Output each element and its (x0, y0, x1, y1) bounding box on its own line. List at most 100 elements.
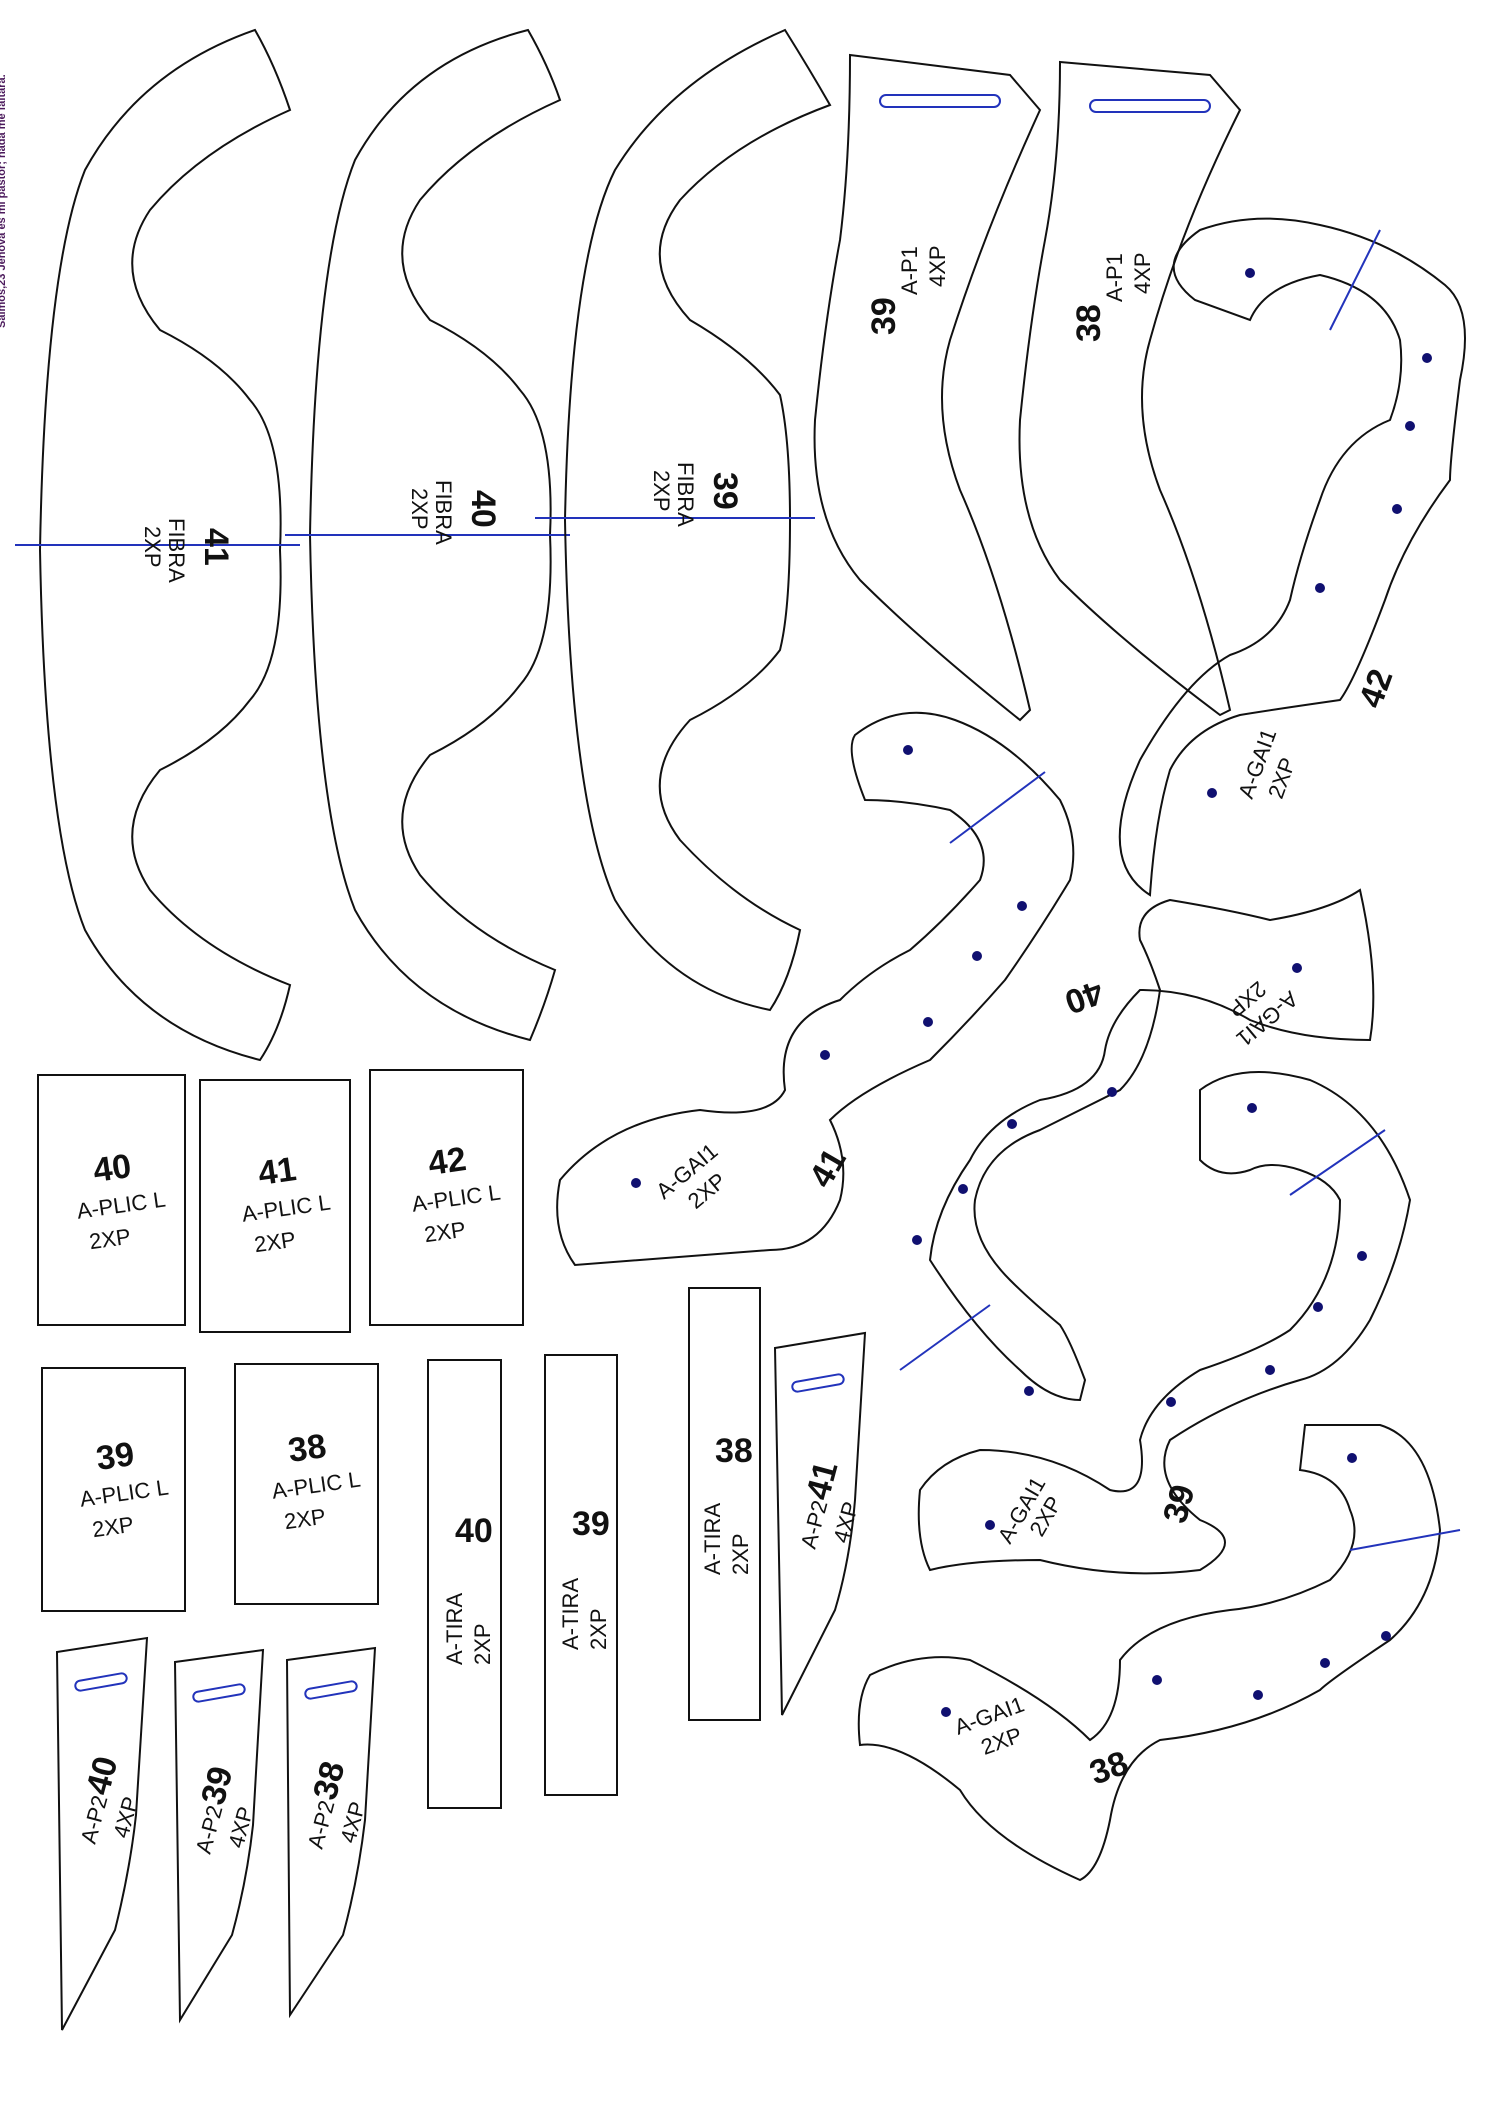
svg-text:2XP: 2XP (253, 1227, 298, 1258)
svg-text:39: 39 (706, 472, 744, 510)
svg-text:40: 40 (79, 1752, 125, 1798)
svg-text:A-P2: A-P2 (303, 1798, 340, 1852)
plic-rect-42 (369, 1069, 524, 1326)
gai-size-38: 38 (1085, 1744, 1134, 1793)
gai-piece-42 (1118, 217, 1466, 897)
gai-40-punch-holes (912, 963, 1302, 1396)
p1-label-39: 39 A-P1 4XP (865, 245, 950, 335)
gai-piece-40 (899, 888, 1375, 1402)
p1-piece-39 (813, 53, 1042, 722)
fibra-piece-40 (285, 28, 570, 1042)
svg-text:A-PLIC L: A-PLIC L (75, 1187, 167, 1224)
gai-size-40: 40 (1060, 972, 1109, 1021)
svg-text:40: 40 (91, 1147, 134, 1190)
svg-text:A-P1: A-P1 (1102, 253, 1127, 302)
fibra-label-39: 39 FIBRA 2XP (649, 462, 744, 527)
gai-piece-39 (917, 1071, 1412, 1575)
gai-size-41: 41 (802, 1142, 854, 1194)
svg-text:4XP: 4XP (108, 1794, 143, 1841)
svg-text:FIBRA: FIBRA (164, 518, 189, 583)
svg-text:2XP: 2XP (91, 1512, 136, 1543)
svg-text:A-PLIC L: A-PLIC L (270, 1467, 362, 1504)
fibra-piece-39 (535, 28, 832, 1012)
svg-text:2XP: 2XP (140, 526, 165, 568)
p1-piece-38 (1018, 60, 1242, 717)
svg-text:2XP: 2XP (728, 1533, 753, 1575)
gai-piece-41 (556, 711, 1075, 1267)
svg-text:42: 42 (426, 1140, 469, 1183)
p2-piece-40 (55, 1636, 149, 2031)
svg-text:4XP: 4XP (335, 1799, 370, 1846)
svg-text:A-TIRA: A-TIRA (700, 1503, 725, 1575)
gai-piece-38 (857, 1424, 1461, 1882)
scripture-verse: Salmos,23 Jehová es mi pastor; nada me f… (0, 74, 8, 328)
gai-code-42: A-GAI1 2XP (1233, 725, 1300, 802)
tira-strip-40 (427, 1359, 502, 1809)
plic-rect-40 (37, 1074, 186, 1326)
plic-label-40: 40 A-PLIC L 2XP (75, 1147, 167, 1255)
svg-text:2XP: 2XP (470, 1623, 495, 1665)
gai-size-39: 39 (1156, 1481, 1202, 1527)
svg-text:2XP: 2XP (88, 1224, 133, 1255)
gai-code-41: A-GAI1 2XP (651, 1138, 731, 1213)
svg-text:A-PLIC L: A-PLIC L (410, 1180, 502, 1217)
fibra-piece-41 (15, 28, 300, 1062)
svg-text:39: 39 (865, 297, 903, 335)
svg-text:38: 38 (1070, 304, 1108, 342)
p2-label-41: A-P2 41 4XP (796, 1457, 864, 1552)
p2-piece-39 (173, 1648, 265, 2024)
svg-text:2XP: 2XP (407, 488, 432, 530)
svg-text:A-P2: A-P2 (796, 1498, 833, 1552)
tira-code-39: A-TIRA 2XP (558, 1578, 611, 1650)
gai-code-38: A-GAI1 2XP (951, 1692, 1027, 1760)
svg-text:2XP: 2XP (649, 470, 674, 512)
tira-size-40: 40 (455, 1512, 493, 1550)
svg-text:38: 38 (306, 1757, 352, 1803)
svg-text:40: 40 (464, 490, 502, 528)
svg-text:A-P1: A-P1 (897, 246, 922, 295)
svg-text:38: 38 (286, 1427, 329, 1470)
svg-text:39: 39 (94, 1435, 137, 1478)
svg-text:A-P2: A-P2 (76, 1793, 113, 1847)
verse-text: Salmos,23 Jehová es mi pastor; nada me f… (0, 74, 8, 328)
svg-text:4XP: 4XP (828, 1499, 863, 1546)
gai-41-punch-holes (631, 745, 1027, 1188)
fibra-label-41: 41 FIBRA 2XP (140, 518, 235, 583)
svg-text:4XP: 4XP (223, 1804, 258, 1851)
svg-text:A-TIRA: A-TIRA (442, 1593, 467, 1665)
gai-code-39: A-GAI1 2XP (993, 1473, 1067, 1548)
svg-text:4XP: 4XP (925, 245, 950, 287)
svg-text:2XP: 2XP (423, 1217, 468, 1248)
svg-text:A-PLIC L: A-PLIC L (240, 1190, 332, 1227)
svg-text:2XP: 2XP (283, 1504, 328, 1535)
tira-strip-39 (544, 1354, 618, 1796)
gai-size-42: 42 (1352, 664, 1401, 713)
gai-42-punch-holes (1207, 268, 1432, 798)
gai-38-punch-holes (941, 1453, 1391, 1717)
tira-size-38: 38 (715, 1432, 753, 1470)
tira-strip-38 (688, 1287, 761, 1721)
p2-label-39: A-P2 39 4XP (191, 1762, 259, 1856)
tira-code-38: A-TIRA 2XP (700, 1503, 753, 1575)
svg-text:FIBRA: FIBRA (431, 480, 456, 545)
tira-code-40: A-TIRA 2XP (442, 1593, 495, 1665)
p2-piece-41 (773, 1331, 867, 1716)
svg-text:41: 41 (197, 528, 235, 566)
plic-rect-38 (234, 1363, 379, 1605)
svg-text:2XP: 2XP (586, 1608, 611, 1650)
svg-text:41: 41 (256, 1150, 299, 1193)
plic-label-38: 38 A-PLIC L 2XP (270, 1427, 362, 1535)
plic-label-42: 42 A-PLIC L 2XP (410, 1140, 502, 1248)
fibra-label-40: 40 FIBRA 2XP (407, 480, 502, 545)
svg-text:39: 39 (194, 1762, 240, 1808)
p2-piece-38 (285, 1646, 377, 2019)
svg-text:FIBRA: FIBRA (673, 462, 698, 527)
tira-size-39: 39 (572, 1505, 610, 1543)
svg-text:41: 41 (799, 1457, 845, 1503)
p2-label-38: A-P2 38 4XP (303, 1757, 371, 1852)
plic-label-39: 39 A-PLIC L 2XP (78, 1435, 170, 1543)
plic-rect-41 (199, 1079, 351, 1333)
gai-39-punch-holes (985, 1103, 1367, 1530)
svg-text:A-TIRA: A-TIRA (558, 1578, 583, 1650)
